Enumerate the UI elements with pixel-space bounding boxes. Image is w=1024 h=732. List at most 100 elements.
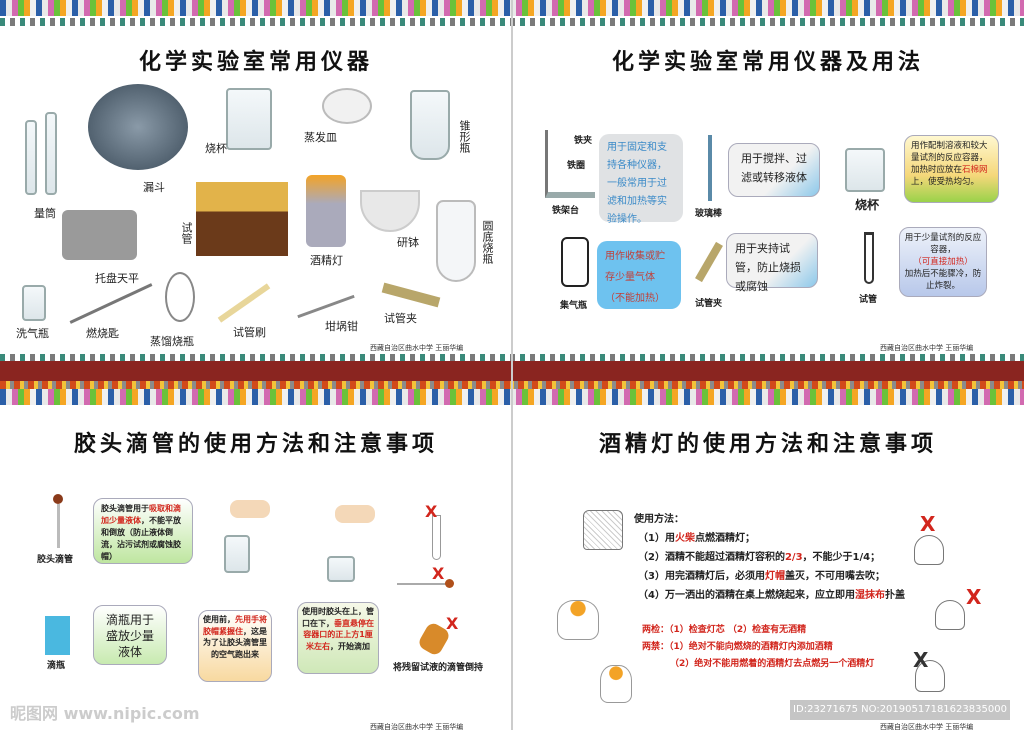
round-flask-image: [436, 200, 476, 282]
wrong-mark-icon: X: [920, 512, 936, 536]
label-test-tube-clamp: 试管夹: [695, 299, 723, 309]
two-bans-1: 两禁：（1）绝对不能向燃烧的酒精灯内添加酒精: [642, 642, 833, 652]
step-text: 盖灭，不可用嘴去吹；: [784, 571, 885, 582]
beaker-desc: 用作配制溶液和较大量试剂的反应容器，加热时应放在石棉网上，使受热均匀。: [904, 135, 999, 203]
conical-flask-image: [410, 90, 450, 160]
dropper-flat-image: [397, 583, 447, 585]
wrong-mark-icon: X: [432, 564, 445, 583]
step-highlight: 火柴: [674, 533, 695, 544]
usage-step-1: （1）用火柴点燃酒精灯；: [638, 529, 755, 548]
gas-jar-desc-text: 用作收集或贮存少量气体: [605, 251, 665, 283]
two-checks: 两检：（1）检查灯芯 （2）检查有无酒精: [642, 625, 807, 635]
dropper-tube: [57, 504, 60, 548]
label-test-tube: 试管: [180, 222, 193, 244]
before-use-highlight: 先用手将胶帽紧握住: [203, 615, 267, 636]
label-test-tube-clamp: 试管夹: [384, 312, 417, 325]
test-tube-desc-text: 用于少量试剂的反应容器，: [904, 233, 982, 255]
test-tube-image: [864, 232, 874, 284]
gas-jar-desc: 用作收集或贮存少量气体 （不能加热）: [597, 241, 681, 309]
iron-stand-desc: 用于固定和支持各种仪器，一般常用于过滤和加热等实验操作。: [599, 134, 683, 225]
beaker-desc-highlight: 石棉网: [962, 165, 988, 175]
gas-jar-note: （不能加热）: [605, 293, 665, 304]
dropping-bottle-desc: 滴瓶用于盛放少量液体: [93, 605, 167, 665]
test-tube-image: [432, 515, 441, 560]
lamp-refill-wrong-image: [935, 600, 965, 630]
label-alcohol-lamp: 酒精灯: [310, 254, 343, 267]
crucible-tongs-image: [297, 294, 355, 319]
alcohol-lamp-diagram: [583, 510, 623, 550]
beaker-image: [327, 556, 355, 582]
dropping-bottle-image: [45, 590, 70, 655]
step-highlight: 2/3: [784, 552, 803, 563]
beaker-image: [845, 148, 885, 192]
evaporating-dish-image: [322, 88, 372, 124]
graduated-cylinder-image: [45, 112, 57, 195]
label-funnel: 漏斗: [143, 181, 165, 194]
usage-step-2: （2）酒精不能超过酒精灯容积的2/3，不能少于1/4；: [638, 548, 880, 567]
before-use-text2: ，这是为了让胶头滴管里的空气跑出来: [203, 626, 267, 659]
label-gas-jar: 集气瓶: [560, 301, 588, 311]
step-text: （2）酒精不能超过酒精灯容积的: [638, 552, 785, 563]
test-tube-brush-image: [217, 283, 271, 323]
wrong-mark-icon: X: [446, 614, 459, 633]
dropper-desc: 胶头滴管用于吸取和滴加少量液体，不能平放和倒放（防止液体倒流，沾污试剂或腐蚀胶帽…: [93, 498, 193, 564]
dropper-desc-text: 胶头滴管用于: [101, 504, 149, 513]
label-glass-rod: 玻璃棒: [695, 209, 723, 219]
distilling-flask-image: [165, 272, 195, 322]
step-text: 点燃酒精灯；: [694, 533, 755, 544]
label-beaker: 烧杯: [205, 142, 227, 155]
lamp-blow-wrong-image: [914, 535, 944, 565]
label-conical-flask: 锥形瓶: [458, 120, 471, 153]
hand-image: [335, 505, 375, 523]
label-crucible-tongs: 坩埚钳: [325, 320, 358, 333]
glass-rod-image: [708, 135, 712, 201]
during-use-highlight: 垂直悬停在容器口的正上方1厘米左右: [303, 618, 374, 651]
label-beaker: 烧杯: [855, 198, 880, 212]
usage-heading: 使用方法：: [634, 514, 684, 525]
label-iron-ring: 铁圈: [567, 161, 586, 171]
beaker-desc-text: 用作配制溶液和较大量试剂的反应容器，加热时应放在: [911, 141, 988, 175]
panel4-credit: 西藏自治区曲水中学 王丽华编: [880, 723, 974, 731]
mortar-image: [360, 190, 420, 232]
before-use-text: 使用前，: [203, 615, 235, 624]
label-iron-stand: 铁架台: [552, 206, 580, 216]
label-dropping-bottle: 滴瓶: [47, 661, 66, 671]
usage-step-3: （3）用完酒精灯后，必须用灯帽盖灭，不可用嘴去吹；: [638, 567, 885, 586]
during-use-desc: 使用时胶头在上，管口在下，垂直悬停在容器口的正上方1厘米左右，开始滴加: [297, 602, 379, 674]
during-use-text2: ，开始滴加: [330, 641, 370, 651]
before-use-desc: 使用前，先用手将胶帽紧握住，这是为了让胶头滴管里的空气跑出来: [198, 610, 272, 682]
step-text: （4）万一洒出的酒精在桌上燃烧起来，应立即用: [638, 590, 855, 601]
test-tube-desc-text2: 加热后不能骤冷，防止炸裂。: [904, 269, 982, 291]
combustion-spoon-image: [69, 283, 153, 324]
watermark: 昵图网 www.nipic.com: [10, 704, 200, 723]
lit-alcohol-lamp-image: [557, 600, 599, 640]
panel4-title: 酒精灯的使用方法和注意事项: [598, 432, 937, 457]
dropper-desc-text2: ，不能平放和倒放（防止液体倒流，沾污试剂或腐蚀胶帽）: [101, 516, 181, 561]
gas-washing-bottle-image: [22, 285, 46, 321]
label-gas-washing-bottle: 洗气瓶: [16, 327, 49, 340]
step-highlight: 灯帽: [764, 571, 785, 582]
label-distilling-flask: 蒸馏烧瓶: [150, 335, 194, 348]
balance-image: [62, 210, 137, 260]
test-tube-clamp-image: [695, 241, 723, 283]
step-text: （3）用完酒精灯后，必须用: [638, 571, 765, 582]
during-use-text: 使用时胶头在上，管口在下，: [302, 607, 374, 628]
test-tube-desc: 用于少量试剂的反应容器，（可直接加热）加热后不能骤冷，防止炸裂。: [899, 227, 987, 297]
glass-rod-desc: 用于搅拌、过滤或转移液体: [728, 143, 820, 197]
label-combustion-spoon: 燃烧匙: [86, 327, 119, 340]
panel3-credit: 西藏自治区曲水中学 王丽华编: [370, 723, 464, 731]
test-tube-clamp-desc: 用于夹持试管，防止烧损或腐蚀: [726, 233, 818, 293]
funnel-image: [88, 84, 188, 170]
test-tube-rack-image: [196, 182, 288, 256]
panel3-title: 胶头滴管的使用方法和注意事项: [73, 432, 438, 457]
label-dropper: 胶头滴管: [37, 555, 74, 565]
panel1-title: 化学实验室常用仪器: [138, 50, 373, 75]
label-cylinder: 量筒: [34, 207, 56, 220]
inverted-dropper-caption: 将残留试液的滴管倒持: [393, 663, 484, 673]
panel2-credit: 西藏自治区曲水中学 王丽华编: [880, 344, 974, 352]
wrong-mark-icon: X: [966, 585, 982, 609]
label-mortar: 研钵: [397, 236, 419, 249]
label-balance: 托盘天平: [95, 272, 139, 285]
gas-jar-image: [561, 237, 589, 287]
iron-stand-image: [545, 130, 595, 198]
